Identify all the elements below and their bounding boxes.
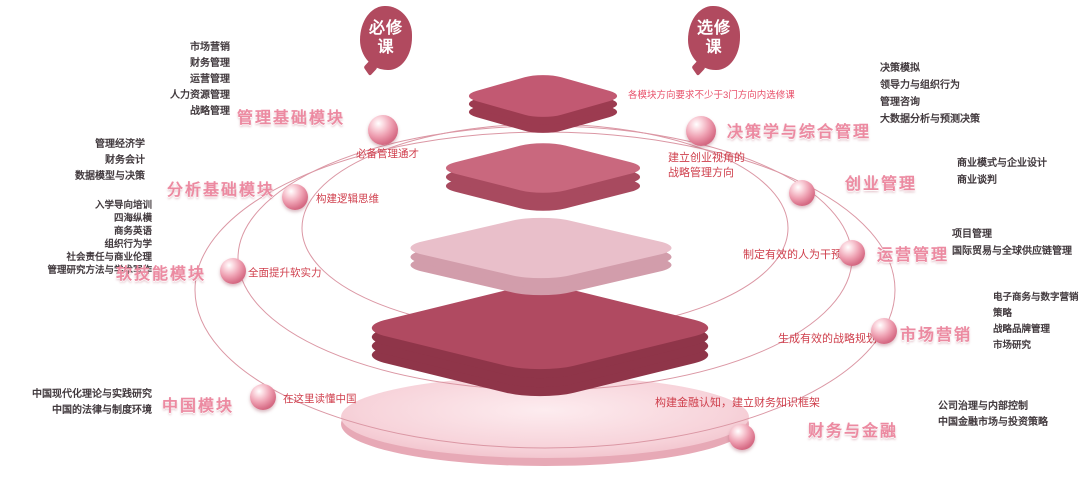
course-item: 人力资源管理	[170, 90, 230, 101]
course-list-operations: 项目管理 国际贸易与全球供应链管理	[952, 226, 1072, 260]
course-item: 数据模型与决策	[75, 171, 145, 182]
module-node-entrepreneurship	[789, 180, 815, 206]
course-item: 入学导向培训	[94, 200, 152, 211]
module-node-china	[250, 384, 276, 410]
course-item: 国际贸易与全球供应链管理	[952, 246, 1072, 257]
course-item: 财务会计	[105, 155, 145, 166]
module-label-finance: 财务与金融	[808, 423, 899, 440]
annotation-line: 建立创业视角的	[668, 152, 745, 164]
course-item: 战略品牌管理	[993, 324, 1051, 335]
annotation-hr: 制定有效的人为干预	[743, 249, 842, 261]
course-item: 电子商务与数字营销策略	[993, 292, 1079, 319]
course-item: 中国金融市场与投资策略	[938, 417, 1048, 428]
pyramid-tier-3	[410, 217, 672, 296]
course-item: 组织行为学	[104, 239, 152, 250]
module-node-soft-skills	[220, 258, 246, 284]
course-list-china: 中国现代化理论与实践研究 中国的法律与制度环境	[10, 387, 152, 419]
required-courses-badge: 必修 课	[360, 6, 412, 70]
elective-courses-badge: 选修 课	[688, 6, 740, 70]
module-label-analytical-foundation: 分析基础模块	[167, 182, 276, 199]
module-node-management-foundation	[368, 115, 398, 145]
course-item: 社会责任与商业伦理	[66, 252, 152, 263]
module-node-finance	[729, 424, 755, 450]
pyramid-tier-top	[468, 75, 618, 133]
badge-text: 课	[377, 39, 395, 56]
course-item: 四海纵横	[113, 213, 152, 224]
course-item: 决策模拟	[880, 63, 920, 74]
course-item: 公司治理与内部控制	[938, 401, 1028, 412]
course-list-soft-skills: 入学导向培训 四海纵横 商务英语 组织行为学 社会责任与商业伦理 管理研究方法与…	[0, 199, 152, 277]
course-item: 财务管理	[190, 58, 230, 69]
course-item: 项目管理	[952, 229, 992, 240]
course-list-marketing: 电子商务与数字营销策略 战略品牌管理 市场研究	[993, 290, 1080, 354]
annotation-finance: 构建金融认知，建立财务知识框架	[655, 397, 820, 409]
course-list-management-foundation: 市场营销 财务管理 运营管理 人力资源管理 战略管理	[95, 40, 230, 120]
course-list-analytical-foundation: 管理经济学 财务会计 数据模型与决策	[18, 137, 145, 185]
course-item: 市场研究	[993, 340, 1032, 351]
course-item: 管理研究方法与学术写作	[47, 265, 152, 276]
annotation-planning: 生成有效的战略规划	[778, 333, 877, 345]
course-item: 管理咨询	[880, 97, 920, 108]
module-tagline: 构建逻辑思维	[316, 193, 379, 205]
course-item: 商业谈判	[957, 175, 997, 186]
badge-text: 必修	[368, 19, 403, 37]
course-item: 市场营销	[190, 42, 230, 53]
course-item: 中国的法律与制度环境	[52, 405, 152, 416]
elective-note: 各模块方向要求不少于3门方向内选修课	[628, 90, 795, 101]
course-item: 中国现代化理论与实践研究	[32, 389, 152, 400]
course-item: 运营管理	[190, 74, 230, 85]
module-node-decision-science	[686, 116, 716, 146]
badge-text: 课	[705, 39, 723, 56]
base-platform	[341, 376, 749, 466]
course-item: 商务英语	[113, 226, 152, 237]
badge-text: 选修	[696, 19, 731, 37]
module-label-operations: 运营管理	[877, 247, 950, 264]
course-item: 领导力与组织行为	[880, 80, 960, 91]
course-item: 商业模式与企业设计	[957, 158, 1047, 169]
course-item: 管理经济学	[95, 139, 145, 150]
module-node-marketing	[871, 318, 897, 344]
module-node-analytical-foundation	[282, 184, 308, 210]
module-label-soft-skills: 软技能模块	[116, 266, 207, 283]
module-label-management-foundation: 管理基础模块	[237, 110, 346, 127]
module-node-operations	[839, 240, 865, 266]
module-tagline: 在这里读懂中国	[283, 393, 357, 405]
module-label-entrepreneurship: 创业管理	[845, 176, 918, 193]
annotation-strategy: 建立创业视角的 战略管理方向	[668, 151, 745, 181]
pyramid-tier-2	[445, 143, 641, 211]
module-label-china: 中国模块	[162, 398, 235, 415]
course-list-entrepreneurship: 商业模式与企业设计 商业谈判	[957, 155, 1047, 189]
module-tagline: 全面提升软实力	[248, 267, 322, 279]
pyramid-tier-bottom	[371, 286, 709, 397]
pyramid	[371, 75, 709, 397]
module-tagline: 必备管理通才	[356, 148, 419, 160]
module-label-marketing: 市场营销	[900, 327, 973, 344]
course-item: 战略管理	[190, 106, 230, 117]
annotation-line: 战略管理方向	[668, 167, 734, 179]
module-label-decision-science: 决策学与综合管理	[727, 124, 872, 141]
course-item: 大数据分析与预测决策	[880, 114, 980, 125]
course-list-finance: 公司治理与内部控制 中国金融市场与投资策略	[938, 399, 1048, 431]
course-list-decision-science: 决策模拟 领导力与组织行为 管理咨询 大数据分析与预测决策	[880, 60, 980, 128]
